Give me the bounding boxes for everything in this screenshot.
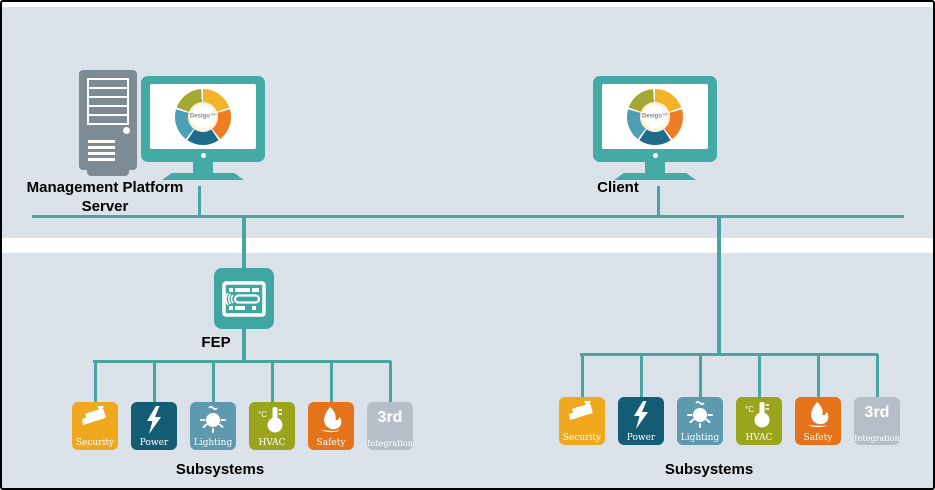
right-drop-4 (757, 354, 761, 397)
subsystem-label: Security (562, 433, 602, 443)
subsystem-label: Power (626, 433, 656, 443)
fep-controller-icon (222, 280, 266, 317)
subsystem-box-hvac: °C HVAC (249, 402, 295, 450)
left-subsystems-label: Subsystems (175, 461, 265, 478)
subsystem-label: Lighting (680, 433, 720, 443)
lightning-bolt-icon (618, 400, 664, 430)
client-monitor-base (614, 173, 696, 180)
fep-uplink-line (242, 218, 246, 268)
server-label: Management Platform Server (25, 178, 185, 216)
right-drop-5 (816, 354, 820, 397)
lightning-bolt-icon (131, 405, 177, 435)
subsystem-box-power: Power (131, 402, 177, 450)
subsystem-box-security: Security (72, 402, 118, 450)
server-label-line2: Server (81, 198, 129, 215)
third-party-big-label: 3rd (377, 409, 403, 426)
subsystem-box-third-party: 3rd Integration (367, 402, 413, 450)
network-bus-line (32, 215, 904, 218)
right-drop-6 (875, 354, 879, 397)
subsystem-label: Lighting (193, 438, 233, 448)
flame-icon (795, 400, 841, 430)
subsystem-box-security: Security (559, 397, 605, 445)
subsystem-label: Power (139, 438, 169, 448)
left-drop-6 (388, 361, 392, 402)
tower-power-button-icon (123, 127, 130, 134)
right-drop-2 (639, 354, 643, 397)
server-monitor-base (162, 173, 244, 180)
subsystem-label: HVAC (258, 438, 286, 448)
subsystem-box-safety: Safety (795, 397, 841, 445)
subsystem-box-lighting: Lighting (677, 397, 723, 445)
fep-node (214, 268, 274, 329)
desigo-label: Desigo™ (641, 113, 668, 120)
subsystem-box-hvac: °C HVAC (736, 397, 782, 445)
server-tower-foot (87, 169, 129, 176)
drive-bays-icon (87, 78, 129, 125)
tower-vents-icon (88, 140, 115, 164)
monitor-led-icon (652, 153, 658, 158)
server-drop-line (198, 186, 201, 216)
security-camera-icon (72, 405, 118, 431)
thermometer-icon: °C (249, 405, 295, 435)
thermometer-icon: °C (736, 400, 782, 430)
svg-text:°C: °C (258, 410, 267, 419)
svg-text:°C: °C (745, 405, 754, 414)
subsystem-label: Integration (367, 439, 413, 448)
right-drop-3 (698, 354, 702, 397)
desigo-donut-chart: Desigo™ (627, 88, 683, 145)
subsystem-label: Integration (854, 434, 900, 443)
left-drop-1 (93, 361, 97, 402)
subsystem-label: HVAC (745, 433, 773, 443)
right-subsystems-connector-line (580, 353, 878, 356)
subsystem-box-safety: Safety (308, 402, 354, 450)
light-bulb-icon (677, 400, 723, 430)
subsystem-box-third-party: 3rd Integration (854, 397, 900, 445)
left-drop-3 (211, 361, 215, 402)
right-drop-1 (580, 354, 584, 397)
client-monitor-neck (645, 162, 665, 174)
right-subsystems-label: Subsystems (664, 461, 754, 478)
client-monitor: Desigo™ (593, 76, 717, 162)
server-monitor-neck (193, 162, 213, 174)
level-separator-band (2, 238, 933, 253)
client-label: Client (597, 179, 639, 196)
desigo-label: Desigo™ (189, 113, 216, 120)
third-party-big-label: 3rd (864, 404, 890, 421)
server-monitor-screen: Desigo™ (150, 84, 256, 149)
light-bulb-icon (190, 405, 236, 435)
left-drop-5 (329, 361, 333, 402)
flame-icon (308, 405, 354, 435)
client-drop-line (657, 186, 660, 216)
security-camera-icon (559, 400, 605, 426)
subsystem-box-power: Power (618, 397, 664, 445)
server-tower (79, 70, 137, 170)
monitor-led-icon (200, 153, 206, 158)
left-drop-4 (270, 361, 274, 402)
client-monitor-screen: Desigo™ (602, 84, 708, 149)
top-white-strip (2, 2, 933, 7)
subsystem-label: Safety (316, 438, 346, 448)
subsystem-label: Safety (803, 433, 833, 443)
left-drop-2 (152, 361, 156, 402)
right-subsystems-uplink-line (717, 217, 721, 355)
left-subsystems-connector-line (93, 360, 391, 363)
server-label-line1: Management Platform (26, 179, 184, 196)
server-monitor: Desigo™ (141, 76, 265, 162)
fep-label: FEP (201, 334, 231, 351)
subsystem-box-lighting: Lighting (190, 402, 236, 450)
subsystem-label: Security (75, 438, 115, 448)
fep-downlink-line (242, 329, 246, 362)
desigo-donut-chart: Desigo™ (175, 88, 231, 145)
